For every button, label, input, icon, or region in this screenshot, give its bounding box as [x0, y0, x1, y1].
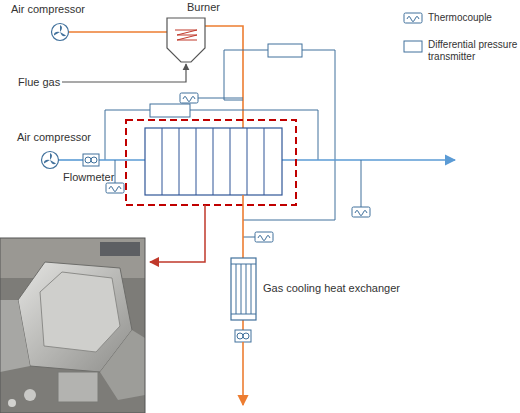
hot-gas-pipe	[242, 195, 244, 258]
flowmeter-rotor	[91, 157, 97, 163]
flue-gas-arrow	[62, 64, 186, 82]
air-compressor: Air compressor	[41, 151, 59, 169]
hot-gas-pipe	[242, 320, 244, 330]
node-outline	[51, 23, 69, 41]
flowmeter-rotor	[243, 333, 249, 339]
compressor-blade	[49, 160, 56, 165]
cold-air-pipe	[99, 159, 145, 161]
node-label: Burner	[187, 1, 247, 14]
compressor-blade	[59, 32, 66, 37]
pipe-connector	[69, 31, 167, 33]
heat-exchanger-channels	[162, 128, 264, 195]
node-label: Flowmeter	[63, 171, 133, 184]
flowmeter: Flowmeter	[83, 154, 99, 166]
air-compressor: Air compressor	[51, 23, 69, 41]
thermocouple-symbol	[255, 232, 273, 242]
node-outline	[167, 18, 205, 62]
pressure-transmitter-symbol	[268, 44, 302, 57]
heat-exchanger-core	[145, 128, 282, 195]
legend-sample	[403, 12, 423, 26]
legend-text: Differential pressure transmitter	[428, 39, 520, 63]
pressure-tap-line	[105, 110, 150, 160]
flowmeter-rotor	[237, 333, 243, 339]
node-outline	[231, 258, 256, 320]
sensor-lead	[115, 160, 116, 183]
gas-cooler: Gas cooling heat exchanger	[231, 258, 256, 320]
burner-coil	[175, 30, 197, 40]
stream-label: Flue gas	[18, 76, 60, 89]
pressure-tap-line	[224, 50, 268, 100]
pressure-transmitter-symbol	[150, 104, 190, 117]
thermocouple-symbol	[180, 93, 198, 103]
cooler-tube	[251, 264, 252, 314]
compressor-casing	[52, 24, 69, 41]
cooler-tube	[246, 264, 247, 314]
cooler-tube	[236, 264, 237, 314]
cooler-header	[231, 314, 256, 315]
node-outline	[41, 151, 59, 169]
compressor-casing	[42, 152, 59, 169]
sensor-lead	[243, 237, 255, 238]
compressor-blade	[43, 158, 50, 163]
node-outline	[83, 154, 99, 166]
thermocouple-symbol	[352, 207, 370, 217]
flowmeter-symbol	[235, 330, 251, 342]
thermocouple-symbol	[106, 183, 124, 193]
legend-sample	[403, 40, 423, 54]
compressor-blade	[53, 30, 60, 35]
node-label: Gas cooling heat exchanger	[263, 282, 433, 295]
burner-vessel	[167, 18, 205, 62]
flowmeter-body	[83, 154, 99, 166]
legend-text: Thermocouple	[428, 12, 520, 24]
pipe-connector	[59, 159, 83, 161]
cold-air-outlet	[282, 159, 455, 161]
callout-arrow	[150, 205, 205, 262]
cooler-shell	[231, 258, 256, 320]
burner-unit: Burner	[167, 18, 205, 62]
cooler-header	[231, 264, 256, 265]
node-label: Air compressor	[17, 131, 127, 144]
cooler-tube	[241, 264, 242, 314]
sensor-lead	[361, 160, 362, 207]
node-label: Air compressor	[11, 3, 121, 16]
compressor-blade	[50, 153, 52, 160]
exhaust-outlet	[242, 342, 244, 405]
compressor-blade	[60, 25, 62, 32]
test-rig-photo	[0, 238, 145, 413]
flowmeter-rotor	[85, 157, 91, 163]
sensor-lead	[198, 98, 243, 99]
test-section-outline	[126, 120, 296, 205]
